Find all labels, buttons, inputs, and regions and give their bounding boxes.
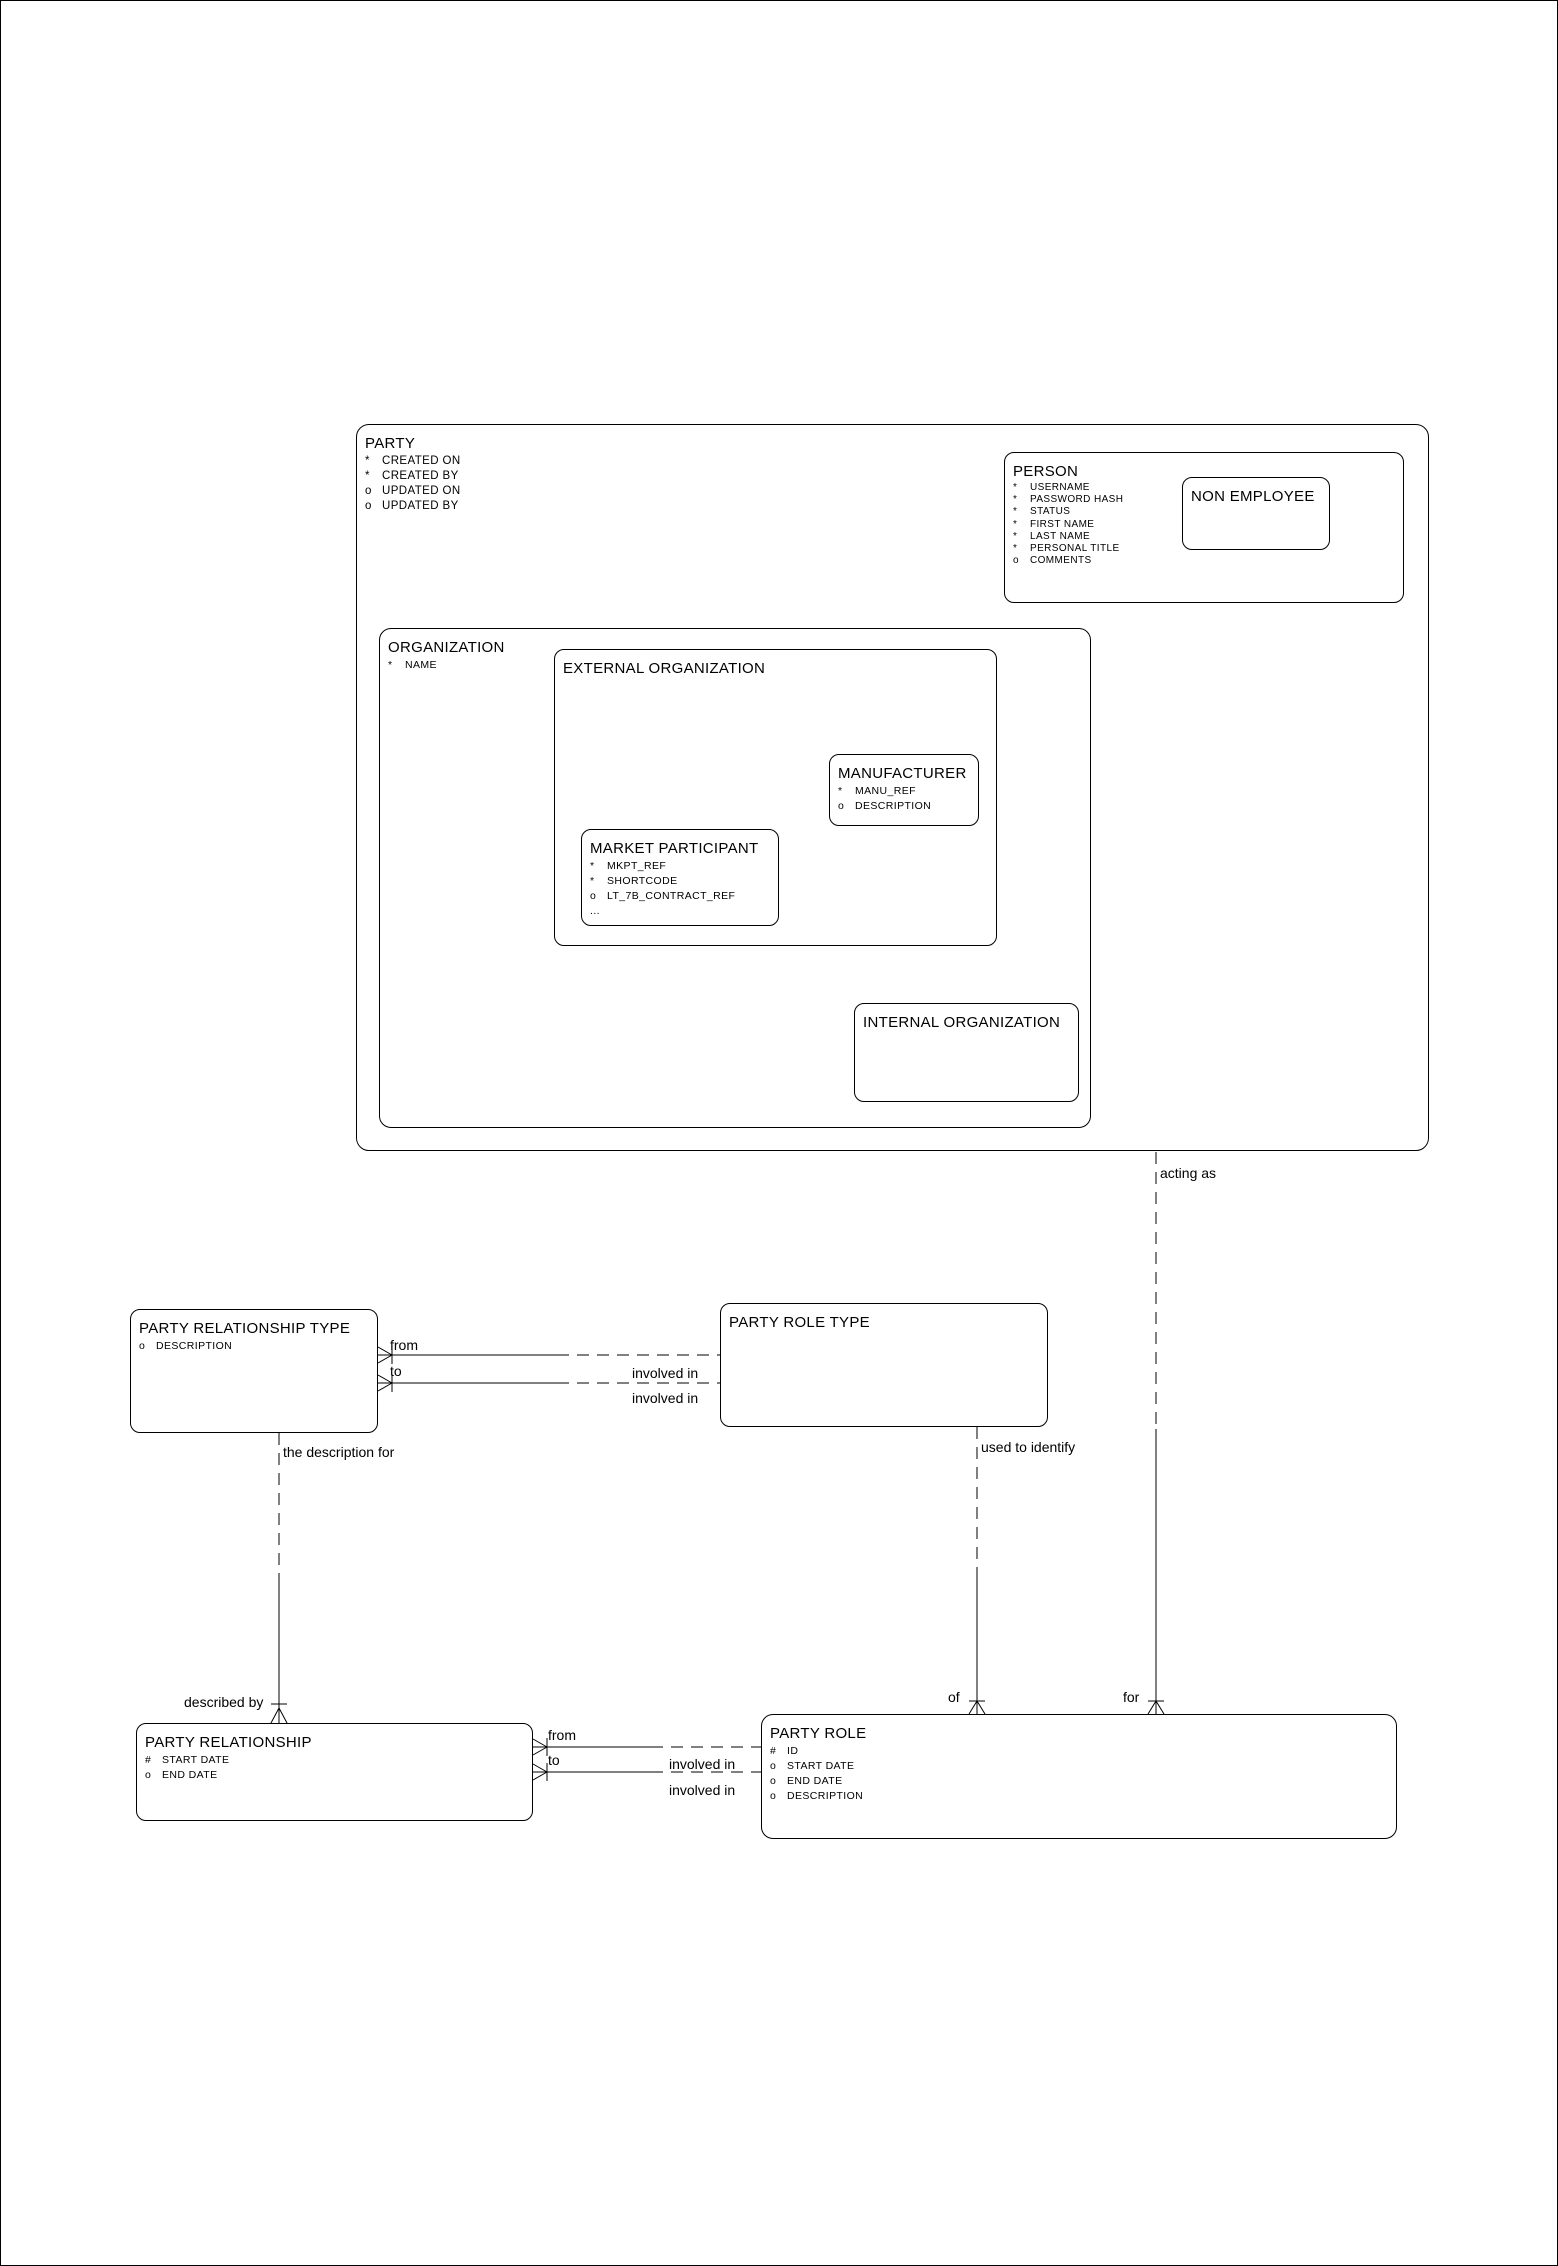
label-to-2: to: [548, 1752, 560, 1768]
label-to-1: to: [390, 1363, 402, 1379]
label-for: for: [1123, 1689, 1140, 1705]
attribute-row: *CREATED ON: [365, 455, 461, 467]
attribute-row: *SHORTCODE: [590, 875, 678, 887]
rel-line-to-type: [377, 1374, 720, 1392]
attribute-row: *LAST NAME: [1013, 530, 1091, 542]
attribute-row: *PASSWORD HASH: [1013, 494, 1124, 506]
attribute-row: *PERSONAL TITLE: [1013, 543, 1120, 555]
attribute-row: #START DATE: [145, 1754, 230, 1766]
entity-title: EXTERNAL ORGANIZATION: [563, 660, 766, 677]
entity-title: PARTY ROLE TYPE: [729, 1314, 870, 1331]
entity-market-participant[interactable]: MARKET PARTICIPANT *MKPT_REF *SHORTCODE …: [581, 829, 779, 926]
entity-title: PARTY: [365, 435, 416, 452]
label-of: of: [948, 1689, 960, 1705]
label-the-description-for: the description for: [283, 1444, 395, 1460]
entity-attributes: *NAME: [380, 658, 1090, 673]
entity-title: INTERNAL ORGANIZATION: [863, 1014, 1061, 1031]
rel-line-used-to-identify: [968, 1427, 986, 1715]
entity-external-organization[interactable]: EXTERNAL ORGANIZATION: [554, 649, 997, 946]
entity-title: PARTY RELATIONSHIP TYPE: [139, 1320, 351, 1337]
attribute-row: ...: [590, 905, 600, 917]
entity-organization[interactable]: ORGANIZATION *NAME: [379, 628, 1091, 1128]
entity-title: PARTY ROLE: [770, 1725, 867, 1742]
label-involved-in-2: involved in: [632, 1390, 699, 1406]
entity-title: MARKET PARTICIPANT: [590, 840, 759, 857]
label-from-1: from: [390, 1337, 418, 1353]
entity-title: PARTY RELATIONSHIP: [145, 1734, 312, 1751]
rel-line-from-type: [377, 1346, 720, 1364]
label-involved-in-4: involved in: [669, 1782, 736, 1798]
attribute-row: *FIRST NAME: [1013, 518, 1095, 530]
entity-title: MANUFACTURER: [838, 765, 967, 782]
entity-title: PERSON: [1013, 463, 1079, 480]
attribute-row: *USERNAME: [1013, 482, 1090, 493]
entity-non-employee[interactable]: NON EMPLOYEE: [1182, 477, 1330, 550]
rel-line-acting-as: [1147, 1152, 1165, 1715]
entity-attributes: *USERNAME *PASSWORD HASH *STATUS *FIRST …: [1005, 482, 1403, 567]
entity-party-role-type[interactable]: PARTY ROLE TYPE: [720, 1303, 1048, 1427]
label-described-by: described by: [184, 1694, 264, 1710]
label-involved-in-1: involved in: [632, 1365, 699, 1381]
rel-line-to: [532, 1763, 761, 1781]
attribute-row: *MKPT_REF: [590, 860, 667, 872]
entity-title: ORGANIZATION: [388, 639, 505, 656]
label-used-to-identify: used to identify: [981, 1439, 1076, 1455]
label-acting-as: acting as: [1160, 1165, 1217, 1181]
label-from-2: from: [548, 1727, 576, 1743]
entity-title: NON EMPLOYEE: [1191, 488, 1315, 505]
attribute-row: *CREATED BY: [365, 470, 459, 482]
rel-line-from: [532, 1738, 761, 1756]
attribute-row: *NAME: [388, 659, 437, 671]
attribute-row: #ID: [770, 1745, 799, 1757]
attribute-row: *STATUS: [1013, 506, 1071, 518]
attribute-row: *MANU_REF: [838, 785, 916, 797]
rel-line-described-by: [270, 1433, 288, 1724]
entity-person[interactable]: PERSON *USERNAME *PASSWORD HASH *STATUS …: [1004, 452, 1404, 603]
entity-internal-organization[interactable]: INTERNAL ORGANIZATION: [854, 1003, 1079, 1102]
label-involved-in-3: involved in: [669, 1756, 736, 1772]
